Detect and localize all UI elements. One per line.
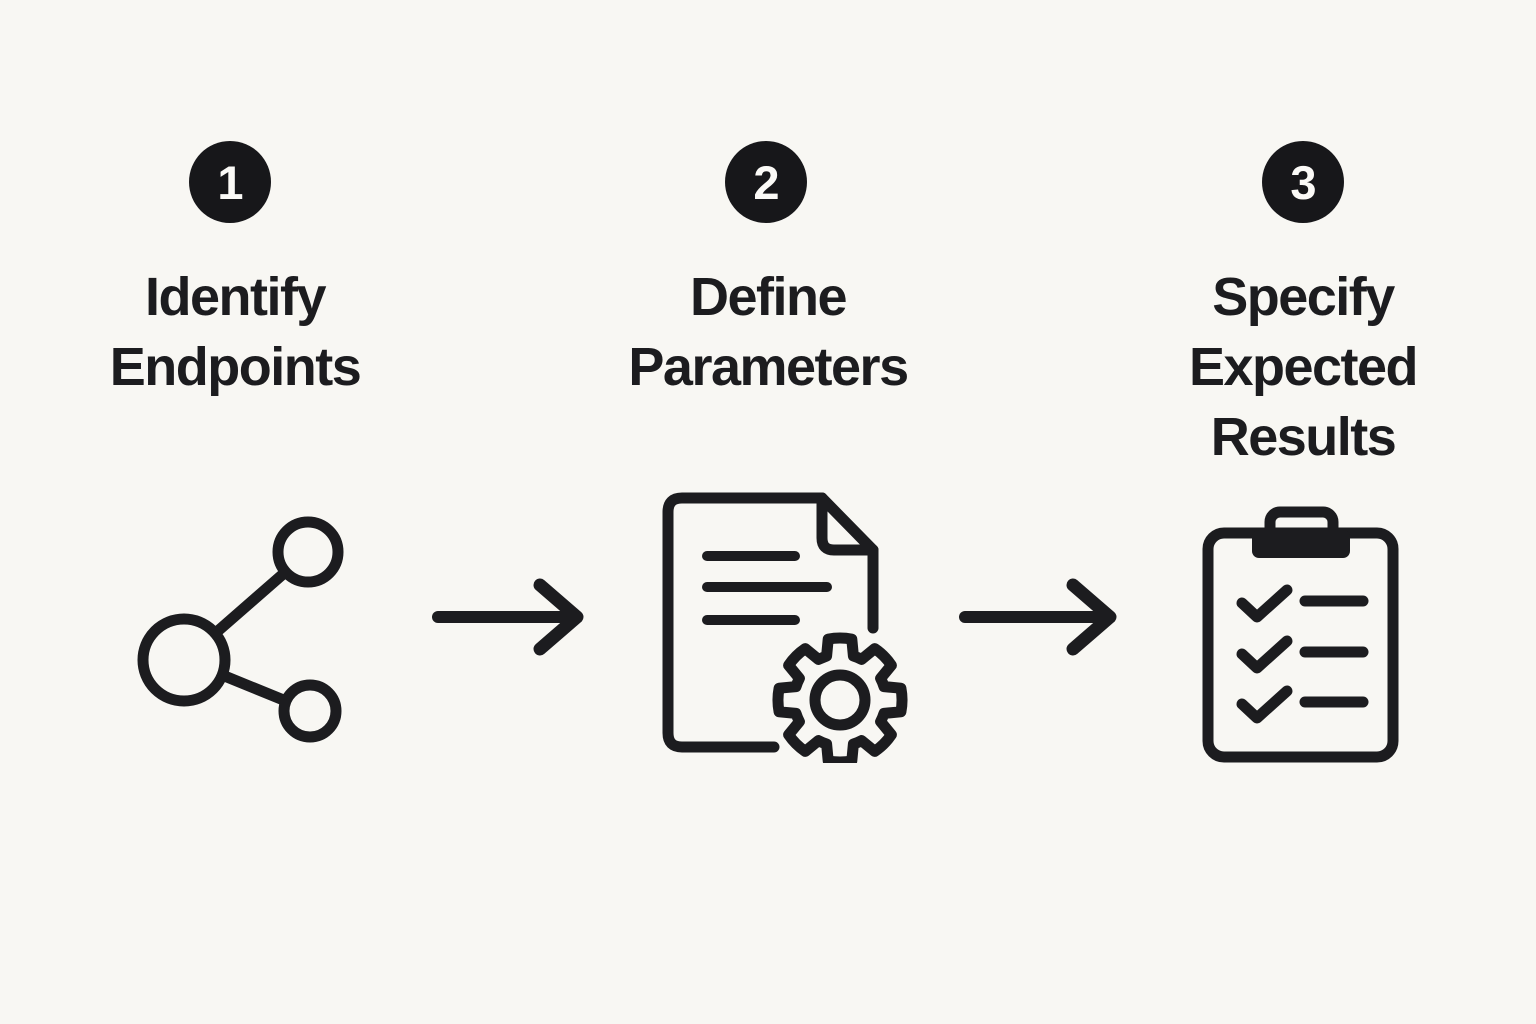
- step-3-number: 3: [1290, 155, 1316, 209]
- document-gear-icon: [662, 492, 908, 763]
- step-3-badge: 3: [1262, 141, 1344, 223]
- step-3-title: Specify Expected Results: [1188, 267, 1419, 467]
- step-2-number: 2: [753, 155, 779, 209]
- step-1-title: Identify Endpoints: [109, 267, 362, 397]
- step-2-badge: 2: [725, 141, 807, 223]
- step-1-number: 1: [217, 155, 243, 209]
- gear-icon: [772, 632, 908, 763]
- share-network-icon: [137, 516, 344, 743]
- arrow-right-icon: [432, 578, 584, 656]
- step-2-title: Define Parameters: [628, 267, 909, 397]
- clipboard-checklist-icon: [1202, 506, 1399, 763]
- step-1-badge: 1: [189, 141, 271, 223]
- arrow-right-icon: [959, 578, 1117, 656]
